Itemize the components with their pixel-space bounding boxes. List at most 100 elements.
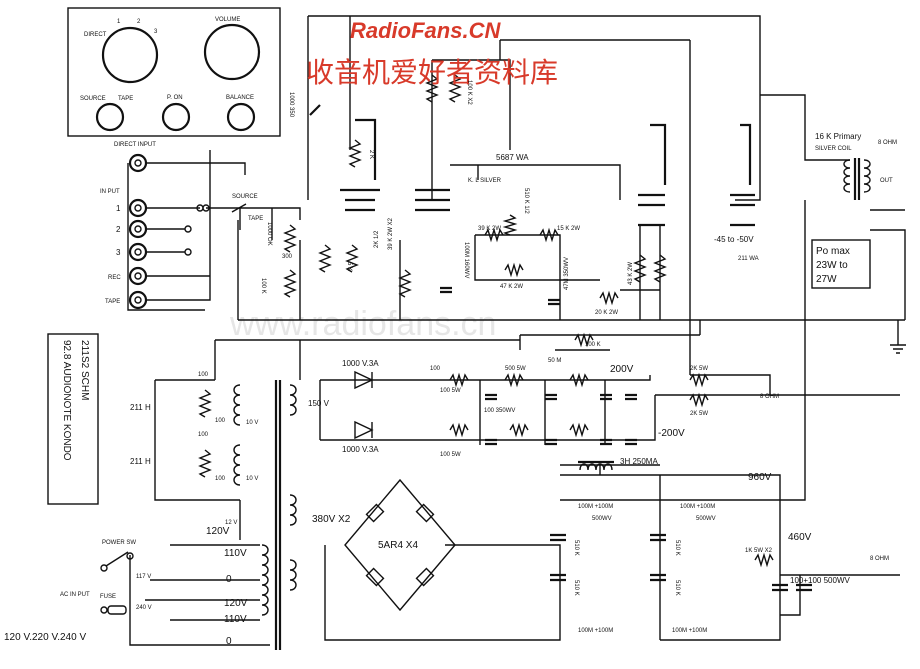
label-neg-200v: -200V — [658, 428, 685, 439]
title-line-2: 92.8 AUDIONOTE KONDO — [61, 340, 72, 461]
label-c-100m-c: 100M +100M — [578, 628, 613, 634]
balance-knob — [226, 102, 256, 132]
power-switch — [100, 551, 134, 615]
label-r-1k-5w: 1K 5W X2 — [745, 548, 773, 554]
label-r100-d: 100 — [215, 476, 226, 482]
input-section: DIRECT INPUT IN PUT 1 2 3 REC TAPE SOURC… — [100, 142, 301, 311]
label-110v-a: 110V — [224, 548, 247, 559]
panel-pon-label: P. ON — [167, 95, 183, 101]
input-1-label: 1 — [116, 204, 121, 213]
tube-211 — [638, 123, 755, 227]
resistors — [198, 74, 774, 568]
label-120v-b: 120V — [224, 598, 248, 609]
label-r510-b: 510 K — [573, 580, 579, 596]
label-117v: 117 V — [136, 574, 151, 580]
label-960v: 960V — [748, 472, 772, 483]
label-fuse: FUSE — [100, 594, 116, 600]
label-silver: K. L SILVER — [468, 178, 502, 184]
source-knob — [95, 102, 125, 132]
label-500wv-a: 500WV — [592, 516, 612, 522]
label-12v: 12 V — [225, 520, 237, 526]
label-110v-b: 110V — [224, 614, 247, 625]
label-r100-b: 100 — [215, 418, 226, 424]
label-240v: 240 V — [136, 605, 152, 611]
label-r-100-5w-b: 100 5W — [440, 452, 461, 458]
label-zero-b: 0 — [226, 636, 232, 647]
diodes — [354, 370, 374, 440]
input-3-label: 3 — [116, 248, 121, 257]
tube-5687 — [340, 118, 450, 212]
component-labels: 1000 350 100 K X2 2 K 5687 WA K. L SILVE… — [4, 80, 897, 647]
label-r-2k: 2 K — [368, 150, 374, 159]
power-on-knob — [161, 102, 191, 132]
label-rectifier: 5AR4 X4 — [378, 540, 418, 551]
heater-transformer — [233, 380, 297, 650]
label-120v-a: 120V — [206, 526, 230, 537]
label-r510-c: 510 K — [674, 540, 680, 556]
in-put-label: IN PUT — [100, 189, 120, 195]
label-c-50m: 50 M — [548, 358, 561, 364]
label-27w: 27W — [816, 274, 837, 285]
label-r-100: 100 — [430, 366, 441, 372]
label-23w: 23W to — [816, 260, 848, 271]
label-choke: 3H 250MA — [620, 457, 658, 466]
label-r-1000-ok: 1000 OK — [266, 222, 272, 246]
label-r-5k: 5 K — [346, 262, 352, 271]
label-bias: -45 to -50V — [714, 235, 754, 244]
rec-label: REC — [108, 275, 121, 281]
label-out: OUT — [880, 178, 893, 184]
label-c-final: 100+100 500WV — [790, 576, 850, 585]
title-line-1: 211S2 SCHM — [79, 340, 90, 400]
watermark-site: RadioFans.CN — [350, 18, 501, 43]
panel-pos2: 2 — [137, 19, 141, 25]
label-diode-a: 1000 V.3A — [342, 359, 379, 368]
label-10v-a: 10 V — [246, 420, 258, 426]
label-211h-b: 211 H — [130, 457, 151, 466]
rca-jacks — [128, 153, 148, 310]
volume-knob — [203, 23, 261, 81]
label-500wv-b: 500WV — [696, 516, 716, 522]
label-380v: 380V X2 — [312, 514, 351, 525]
panel-tape-label: TAPE — [118, 96, 133, 102]
label-8-ohm: 8 OHM — [878, 140, 897, 146]
label-r100-a: 100 — [198, 372, 209, 378]
panel-source-label: SOURCE — [80, 96, 106, 102]
label-8-ohm-b: 8 OHM — [760, 394, 779, 400]
label-r510-d: 510 K — [674, 580, 680, 596]
label-r-100k-x2: 100 K X2 — [466, 80, 472, 105]
label-tube-211: 211 WA — [738, 256, 759, 262]
label-r-1000-350: 1000 350 — [288, 92, 294, 118]
label-r-39k: 39 K 2W — [478, 226, 501, 232]
panel-pos3: 3 — [154, 29, 158, 35]
tape-label: TAPE — [105, 299, 120, 305]
label-diode-b: 1000 V.3A — [342, 445, 379, 454]
label-r-39k-x2: 39 K 2W X2 — [388, 217, 394, 250]
label-tube-5687: 5687 WA — [496, 153, 529, 162]
label-r100-c: 100 — [198, 432, 209, 438]
watermark-chinese: 收音机爱好者资料库 — [306, 56, 558, 89]
label-150v: 150 V — [308, 399, 330, 408]
label-out-primary: 16 K Primary — [815, 132, 861, 141]
label-c-100m-d: 100M +100M — [672, 628, 707, 634]
label-r-510k: 510 K 1/2 — [523, 188, 529, 214]
choke — [578, 460, 614, 471]
label-r-43k: 43 K 2W — [628, 262, 634, 285]
label-c-100-350: 100 350WV — [484, 408, 515, 414]
label-silver-coil: SILVER COIL — [815, 146, 852, 152]
direct-input-label: DIRECT INPUT — [114, 142, 156, 148]
panel-volume-label: VOLUME — [215, 17, 240, 23]
label-r-100-5w: 100 5W — [440, 388, 461, 394]
label-r-500-5w: 500 5W — [505, 366, 526, 372]
label-ac-input: AC IN PUT — [60, 592, 90, 598]
label-r-100k: 100 K — [585, 342, 601, 348]
label-200v: 200V — [610, 364, 634, 375]
label-r-15k: 15 K 2W — [557, 226, 580, 232]
label-c-100m-b: 100M +100M — [680, 504, 715, 510]
source-switch-label: SOURCE — [232, 194, 258, 200]
label-r-47k: 47 K 2W — [500, 284, 523, 290]
main-wiring — [129, 15, 906, 646]
panel-pos1: 1 — [117, 19, 121, 25]
watermark-faint: www.radiofans.cn — [229, 305, 496, 343]
rectifier-bridge — [344, 478, 456, 612]
